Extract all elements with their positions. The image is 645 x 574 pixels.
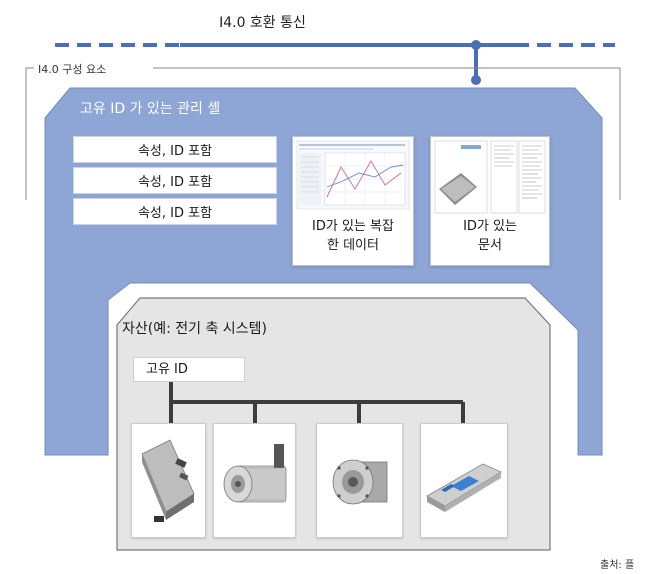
bus-title: I4.0 호환 통신	[219, 15, 306, 31]
servo-drive-controller-icon	[141, 439, 195, 522]
device-card	[316, 423, 403, 538]
component-label: I4.0 구성 요소	[38, 63, 107, 76]
complex-data-label: ID가 있는 복잡 한 데이터	[312, 219, 394, 253]
complex-data-card: ID가 있는 복잡 한 데이터	[292, 136, 414, 266]
device-card	[213, 423, 296, 538]
document-pages-thumbnail	[434, 140, 546, 214]
bus-node-bottom	[471, 75, 481, 85]
unique-id-box: 고유 ID	[133, 357, 245, 382]
device-card	[131, 423, 206, 538]
property-box: 속성, ID 포함	[73, 198, 277, 225]
admin-shell-title: 고유 ID 가 있는 관리 셸	[80, 101, 221, 117]
component-bracket-left	[25, 67, 34, 200]
electric-linear-axis-icon	[426, 463, 502, 512]
property-box: 속성, ID 포함	[73, 136, 277, 163]
documents-label: ID가 있는 문서	[463, 219, 517, 253]
asset-title: 자산(예: 전기 축 시스템)	[122, 321, 267, 337]
servo-motor-icon	[223, 444, 287, 503]
documents-card: ID가 있는 문서	[430, 136, 550, 266]
data-sheet-thumbnail	[296, 140, 410, 210]
bus-node-top	[471, 40, 481, 50]
planetary-gearbox-icon	[332, 459, 388, 505]
source-label: 출처: 플	[600, 560, 635, 571]
device-card	[420, 423, 508, 538]
property-box: 속성, ID 포함	[73, 167, 277, 194]
component-bracket-right	[153, 67, 621, 200]
